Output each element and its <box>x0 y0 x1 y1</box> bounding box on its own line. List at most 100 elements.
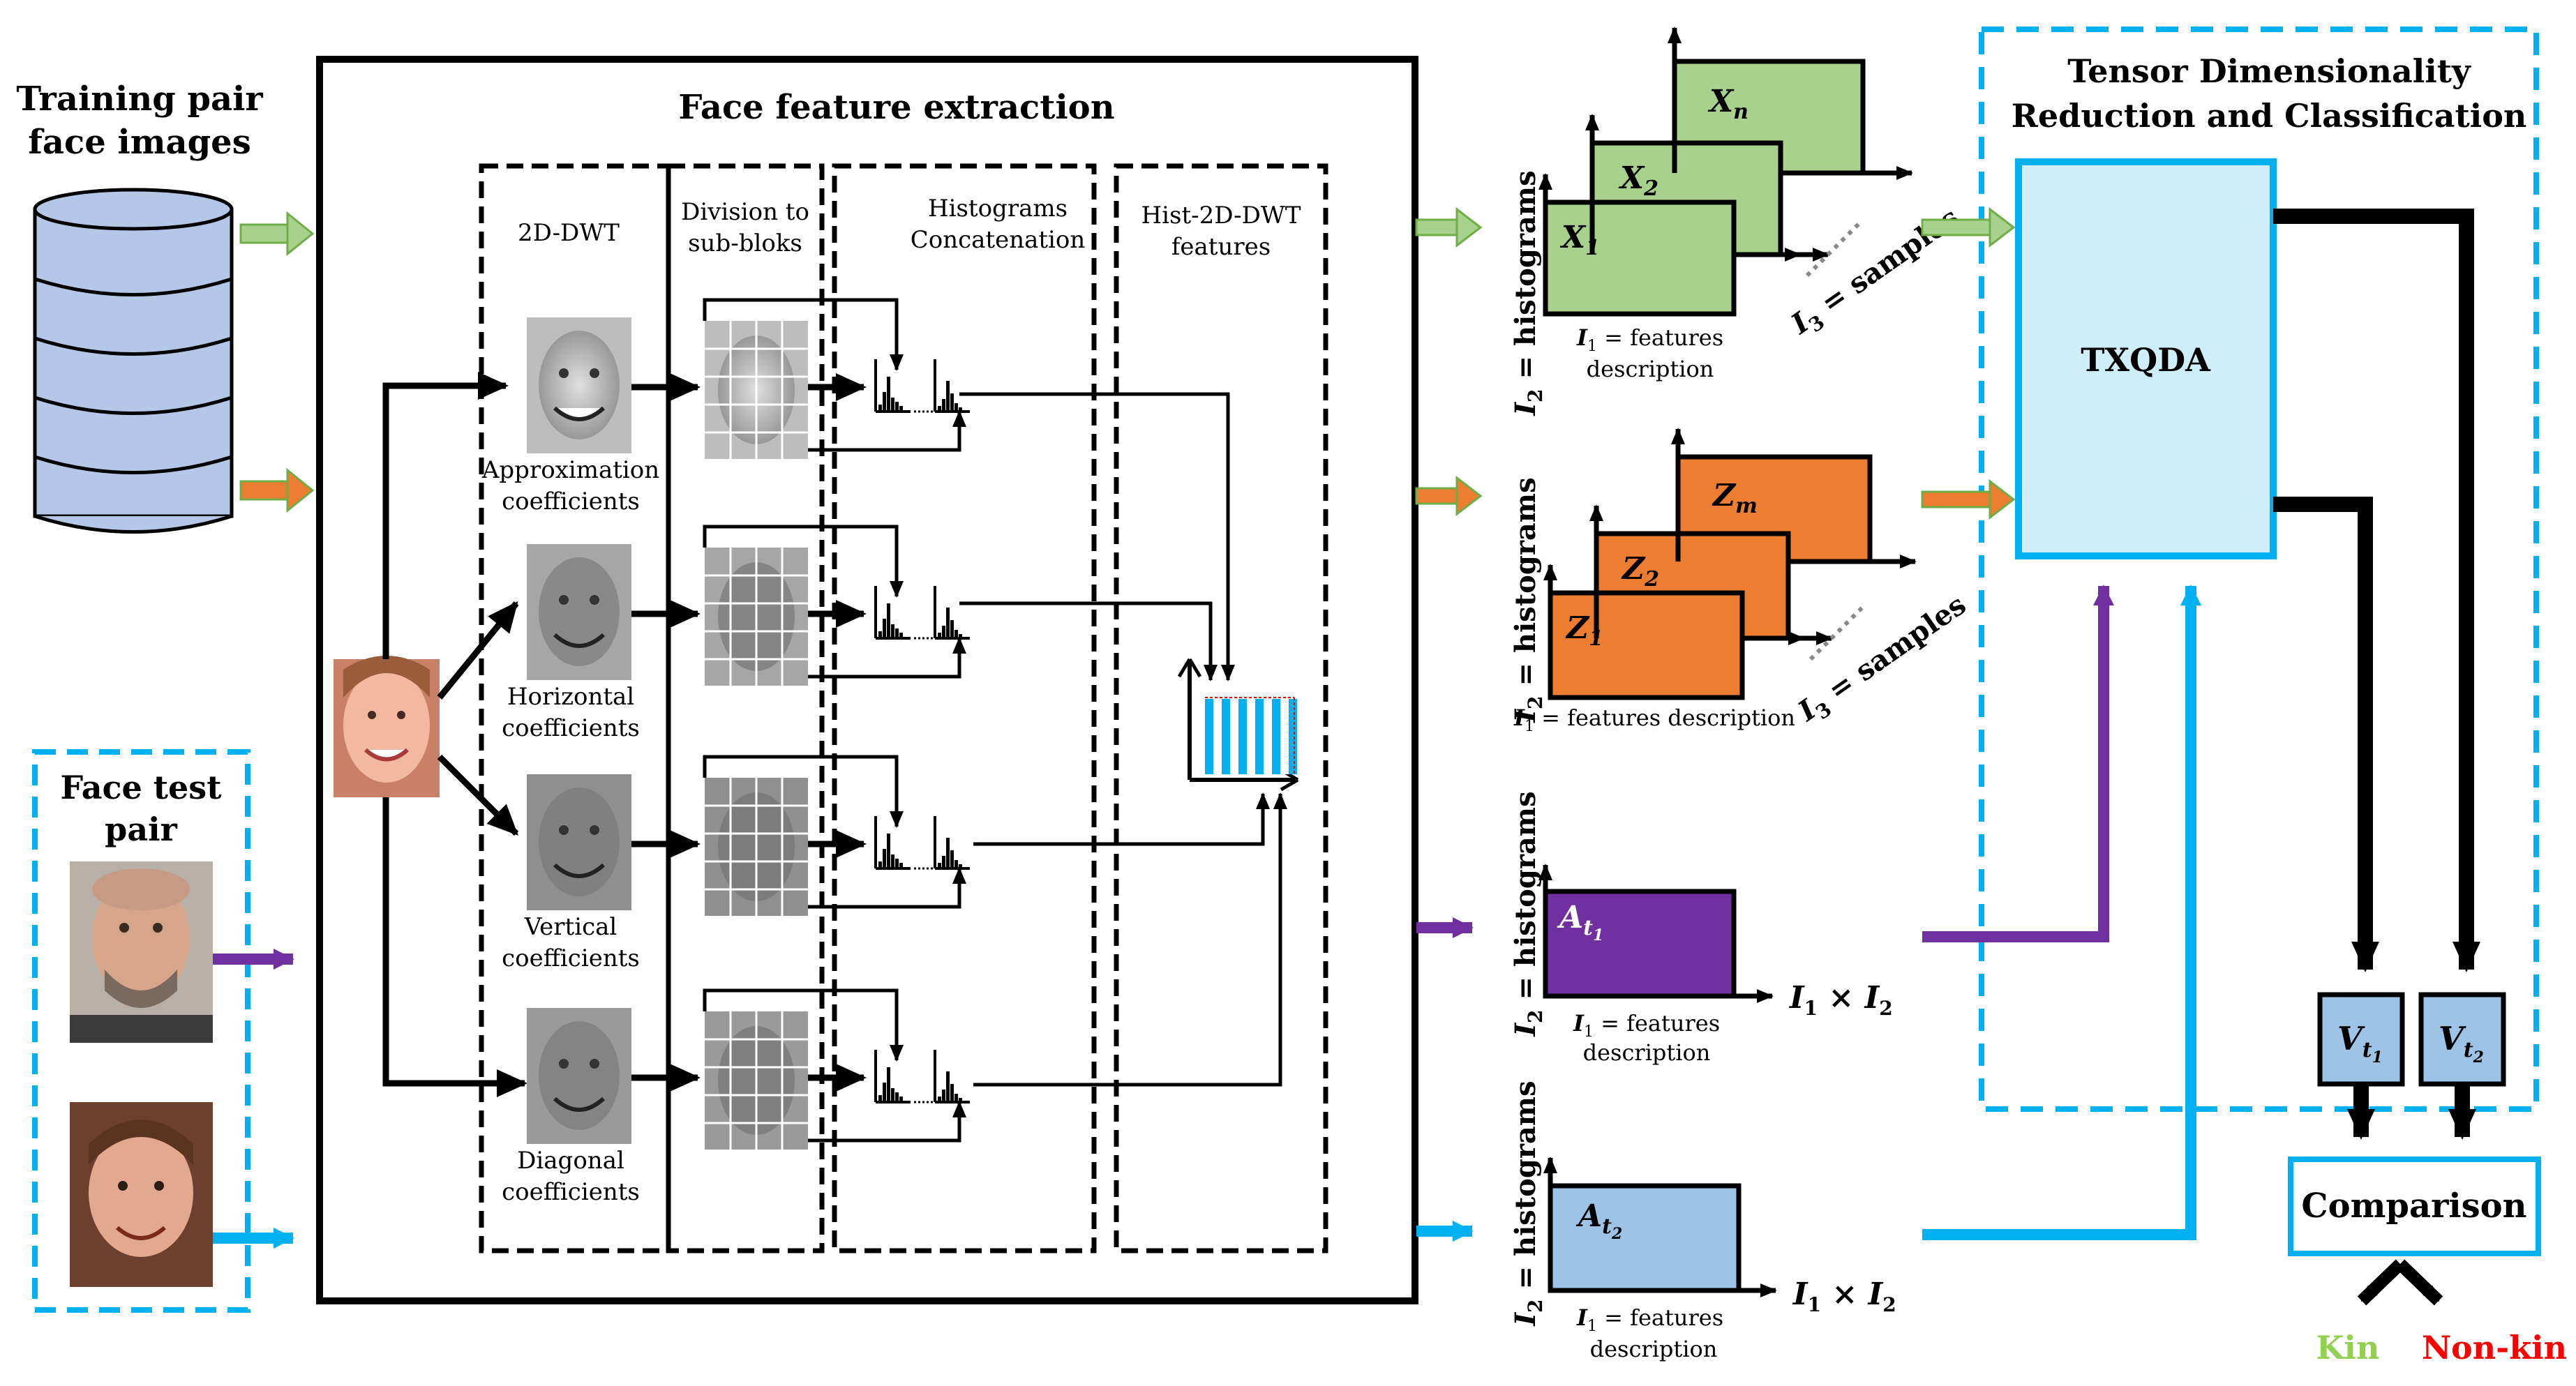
classifier-box <box>1979 27 2539 1112</box>
test-section: Face test pair <box>32 749 294 1313</box>
classifier-title-line2: Reduction and Classification <box>2012 97 2527 135</box>
tensor-zm: Zm <box>1712 478 1758 518</box>
purple-product-label: I1 × I2 <box>1788 980 1893 1020</box>
coefficient-label-line2: coefficients <box>502 944 640 972</box>
coefficient-image <box>527 317 631 453</box>
orange-i1-label: I1 = features description <box>1513 705 1795 735</box>
blue-test-tensor: I2 = histograms At2 I1 × I2 I1 = feature… <box>1509 1080 1896 1362</box>
coefficient-row: Vertical coefficients <box>502 755 970 972</box>
concatenation-lines <box>959 392 1287 1087</box>
feature-extraction-section: Face feature extraction 2D-DWT Division … <box>316 56 1418 1304</box>
block-histograms <box>874 1050 970 1103</box>
training-orange-arrow <box>239 467 315 513</box>
green-i2-label: I2 = histograms <box>1509 170 1547 416</box>
histogram-column <box>832 163 1097 1253</box>
hist-dwt-feature-vector <box>1177 658 1299 792</box>
coefficient-label-line1: Vertical <box>524 913 617 941</box>
sub-block-grid-image <box>705 1011 808 1150</box>
classifier-title-line1: Tensor Dimensionality <box>2067 52 2471 90</box>
blue-i1-label-line2: description <box>1590 1336 1718 1362</box>
txqda-to-vt1-arrow <box>2273 497 2379 972</box>
orange-i3-label: I3 = samples <box>1792 588 1975 732</box>
purple-i2-label: I2 = histograms <box>1509 791 1547 1037</box>
purple-i1-label-line2: description <box>1583 1039 1711 1066</box>
tensor-section: I2 = histograms Xn X2 X1 <box>1509 27 1975 1362</box>
purple-i1-label: I1 = features <box>1573 1010 1720 1041</box>
training-green-arrow <box>239 211 315 257</box>
comparison-label: Comparison <box>2301 1187 2526 1226</box>
txqda-block <box>2015 158 2277 559</box>
test-title-line1: Face test <box>61 769 223 806</box>
decision-arrows <box>2357 1259 2443 1306</box>
test-pair-box <box>32 749 250 1313</box>
coefficient-label-line1: Diagonal <box>517 1147 624 1175</box>
txqda-label: TXQDA <box>2081 341 2211 379</box>
coefficient-row: Horizontal coefficients <box>502 525 970 742</box>
blue-i2-label: I2 = histograms <box>1509 1080 1547 1326</box>
coefficient-label-line2: coefficients <box>502 714 640 742</box>
orange-to-txqda-arrow <box>1921 490 1993 509</box>
green-training-tensor: I2 = histograms Xn X2 X1 <box>1509 27 1965 416</box>
dwt-branch-arrows <box>382 372 527 1097</box>
features-column-label-line2: features <box>1171 233 1271 261</box>
tensor-z2: Z2 <box>1621 551 1659 592</box>
vt1-label: Vt1 <box>2337 1020 2383 1067</box>
green-to-txqda-arrow <box>1921 218 1993 236</box>
training-title-line2: face images <box>28 123 250 162</box>
vt2-label: Vt2 <box>2439 1020 2484 1067</box>
orange-i2-label: I2 = histograms <box>1509 477 1547 723</box>
sub-block-grid-image <box>705 548 808 686</box>
tensor-at1: At1 <box>1557 900 1603 944</box>
extraction-to-tensor-arrows <box>1415 206 1483 1242</box>
vt2-block <box>2418 992 2506 1087</box>
test-face-man-photo <box>70 861 213 1043</box>
tensor-x2: X2 <box>1618 160 1658 201</box>
blue-product-label: I1 × I2 <box>1792 1276 1896 1316</box>
sub-block-grid-image <box>705 321 808 459</box>
tensor-x1: X1 <box>1559 220 1600 260</box>
purple-to-txqda-line <box>1922 585 2114 942</box>
purple-test-tensor: I2 = histograms At1 I1 × I2 I1 = feature… <box>1509 791 1893 1066</box>
nonkin-label: Non-kin <box>2422 1329 2567 1366</box>
database-icon <box>33 188 234 534</box>
coefficient-image <box>527 1008 631 1144</box>
division-column-label-line2: sub-bloks <box>688 229 802 257</box>
division-column-label-line1: Division to <box>681 198 809 226</box>
histogram-column-label-line2: Concatenation <box>911 226 1086 254</box>
orange-training-tensor: I2 = histograms Zm Z2 Z1 <box>1509 428 1975 735</box>
blue-i1-label: I1 = features <box>1576 1304 1723 1335</box>
coefficient-image <box>527 774 631 910</box>
coefficient-label-line1: Approximation <box>481 456 659 484</box>
kin-label: Kin <box>2316 1329 2380 1366</box>
feature-extraction-title: Face feature extraction <box>678 88 1114 127</box>
txqda-to-vt2-arrow <box>2273 209 2480 972</box>
comparison-block <box>2288 1157 2541 1256</box>
coefficient-label-line1: Horizontal <box>507 683 634 711</box>
coefficient-row: Approximation coefficients <box>481 298 970 515</box>
green-i1-label: I1 = features <box>1576 324 1723 355</box>
coefficient-row: Diagonal coefficients <box>502 988 970 1206</box>
tensor-z1: Z1 <box>1565 610 1603 651</box>
features-column <box>1114 163 1328 1253</box>
tensor-xn: Xn <box>1707 84 1748 124</box>
dwt-column-label: 2D-DWT <box>518 219 620 247</box>
coefficient-label-line2: coefficients <box>502 488 640 515</box>
histogram-column-label-line1: Histograms <box>928 195 1068 223</box>
features-column-label-line1: Hist-2D-DWT <box>1141 202 1301 229</box>
division-column <box>666 163 825 1253</box>
block-histograms <box>874 586 970 640</box>
training-section: Training pair face images <box>16 80 315 534</box>
block-histograms <box>874 359 970 413</box>
test-title-line2: pair <box>105 811 177 848</box>
classifier-section: Tensor Dimensionality Reduction and Clas… <box>1921 27 2567 1366</box>
feature-extraction-box <box>316 56 1418 1304</box>
green-i1-label-line2: description <box>1587 356 1714 382</box>
training-title-line1: Training pair <box>16 80 263 119</box>
coefficient-label-line2: coefficients <box>502 1178 640 1206</box>
coefficient-image <box>527 544 631 680</box>
test-face-boy-photo <box>70 1102 213 1287</box>
block-histograms <box>874 816 970 870</box>
coefficient-rows: ApproximationcoefficientsHorizontalcoeff… <box>481 298 970 1206</box>
input-face-photo <box>334 656 440 797</box>
